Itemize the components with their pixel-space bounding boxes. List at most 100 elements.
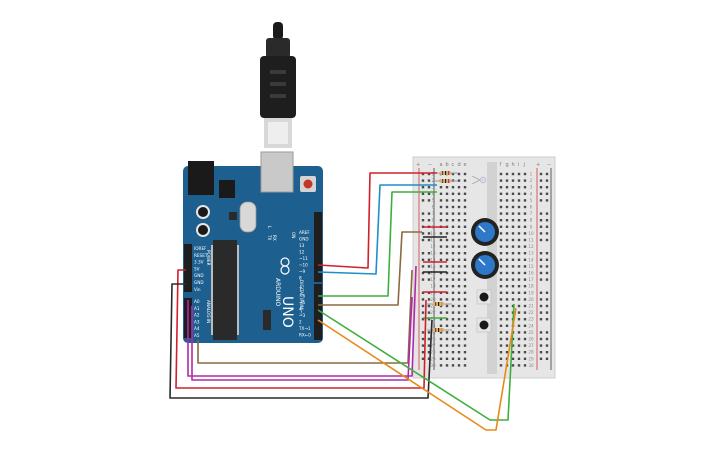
- rail-hole: [545, 304, 549, 308]
- breadboard-hole: [445, 192, 449, 195]
- breadboard-hole: [451, 331, 455, 334]
- breadboard-hole: [523, 331, 527, 334]
- rail-hole: [545, 179, 549, 182]
- breadboard-hole: [511, 357, 515, 360]
- breadboard-hole: [457, 291, 461, 294]
- breadboard-hole: [499, 304, 503, 308]
- breadboard-hole: [451, 351, 455, 354]
- breadboard-hole: [499, 344, 503, 347]
- breadboard-hole: [517, 364, 521, 367]
- breadboard-hole: [523, 351, 527, 354]
- breadboard-hole: [499, 232, 503, 235]
- breadboard-hole: [439, 364, 443, 367]
- row-label: 7: [530, 211, 533, 216]
- rail-hole: [421, 351, 425, 354]
- breadboard-hole: [451, 205, 455, 209]
- row-label: 10: [528, 231, 534, 236]
- breadboard-hole: [439, 192, 443, 195]
- column-label: b: [446, 162, 449, 168]
- breadboard-hole: [517, 212, 521, 215]
- rail-hole: [421, 337, 425, 341]
- breadboard-hole: [523, 179, 527, 182]
- breadboard-hole: [499, 172, 503, 176]
- column-label: f: [500, 162, 502, 168]
- row-label: 24: [430, 323, 436, 328]
- row-label: 17: [528, 277, 534, 282]
- breadboard-hole: [505, 238, 509, 242]
- breadboard-hole: [445, 344, 449, 347]
- rail-hole: [545, 186, 549, 189]
- row-label: 27: [528, 343, 534, 348]
- breadboard-hole: [517, 225, 521, 228]
- breadboard-hole: [451, 337, 455, 341]
- rail-hole: [539, 199, 543, 202]
- row-label: 21: [430, 304, 436, 309]
- pushbutton-icon: [476, 317, 492, 333]
- breadboard-hole: [439, 245, 443, 248]
- rail-hole: [421, 304, 425, 308]
- breadboard-hole: [439, 258, 443, 261]
- rail-hole: [545, 238, 549, 242]
- rail-hole: [427, 278, 431, 281]
- rail-hole: [427, 298, 431, 301]
- breadboard-hole: [445, 252, 449, 255]
- breadboard-hole: [451, 245, 455, 248]
- breadboard-hole: [457, 318, 461, 321]
- breadboard-hole: [463, 271, 467, 275]
- column-label: h: [512, 162, 515, 168]
- breadboard-hole: [457, 357, 461, 360]
- breadboard-hole: [523, 311, 527, 314]
- breadboard-hole: [505, 304, 509, 308]
- power-header-label: POWER: [206, 250, 211, 266]
- wire-magenta-a0: [187, 265, 417, 377]
- breadboard-hole: [451, 219, 455, 222]
- rail-hole: [539, 318, 543, 321]
- breadboard-hole: [439, 357, 443, 360]
- breadboard-hole: [439, 278, 443, 281]
- breadboard-hole: [463, 186, 467, 189]
- row-label: 18: [430, 284, 436, 289]
- led-icon: [471, 175, 487, 185]
- pin-label: 12: [299, 250, 305, 255]
- rail-hole: [421, 186, 425, 189]
- breadboard-hole: [457, 324, 461, 327]
- row-label: 9: [530, 224, 533, 229]
- rail-hole: [545, 265, 549, 268]
- column-label: g: [506, 162, 509, 168]
- breadboard-hole: [505, 265, 509, 268]
- column-label: j: [523, 162, 525, 168]
- breadboard-hole: [517, 265, 521, 268]
- rail-hole: [421, 331, 425, 334]
- rail-hole: [539, 265, 543, 268]
- breadboard-hole: [517, 298, 521, 301]
- breadboard-hole: [523, 212, 527, 215]
- breadboard-hole: [445, 324, 449, 327]
- breadboard-hole: [439, 271, 443, 275]
- breadboard-hole: [457, 186, 461, 189]
- rail-hole: [545, 298, 549, 301]
- breadboard-hole: [439, 285, 443, 288]
- breadboard-hole: [451, 291, 455, 294]
- breadboard-hole: [439, 212, 443, 215]
- breadboard-hole: [517, 271, 521, 275]
- row-label: 29: [528, 356, 534, 361]
- breadboard-hole: [517, 278, 521, 281]
- potentiometer-icon: [471, 218, 499, 246]
- rail-hole: [427, 344, 431, 347]
- breadboard-hole: [451, 357, 455, 360]
- breadboard-hole: [451, 172, 455, 176]
- breadboard-hole: [505, 324, 509, 327]
- rail-hole: [427, 351, 431, 354]
- row-label: 30: [430, 363, 436, 368]
- breadboard-hole: [523, 357, 527, 360]
- rail-hole: [421, 344, 425, 347]
- breadboard-hole: [457, 199, 461, 202]
- breadboard-hole: [463, 205, 467, 209]
- breadboard-hole: [445, 232, 449, 235]
- breadboard-hole: [523, 291, 527, 294]
- column-label: a: [440, 162, 443, 168]
- breadboard-hole: [439, 238, 443, 242]
- breadboard-hole: [499, 179, 503, 182]
- breadboard-hole: [505, 318, 509, 321]
- reset-button-icon[interactable]: [300, 176, 316, 192]
